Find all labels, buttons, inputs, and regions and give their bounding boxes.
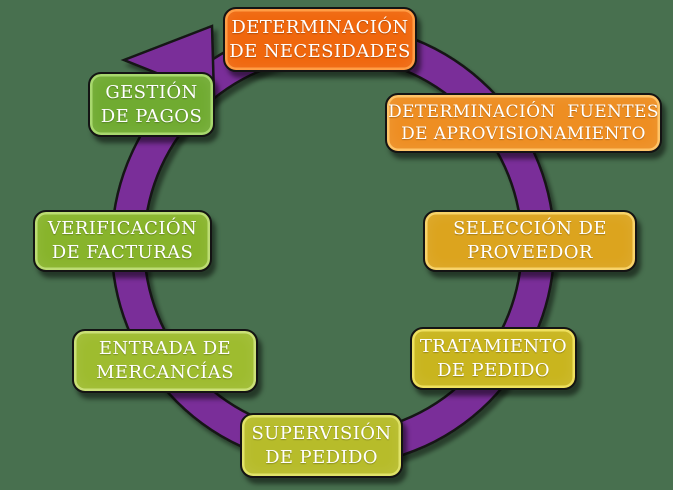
step-verificacion-facturas: VERIFICACIÓN DE FACTURAS: [33, 210, 212, 272]
step-determinacion-fuentes-aprovisionamiento: DETERMINACIÓN FUENTES DE APROVISIONAMIEN…: [385, 93, 662, 153]
step-label-line: SELECCIÓN DE: [453, 218, 607, 240]
step-determinacion-necesidades: DETERMINACIÓN DE NECESIDADES: [223, 7, 417, 72]
step-label-line: TRATAMIENTO: [419, 335, 568, 357]
step-gestion-pagos: GESTIÓN DE PAGOS: [88, 72, 215, 137]
step-label-line: MERCANCÍAS: [96, 362, 234, 383]
step-label-line: DE FACTURAS: [51, 242, 194, 263]
step-label-line: VERIFICACIÓN: [47, 218, 198, 240]
step-label-line: SUPERVISIÓN: [251, 422, 392, 444]
step-label-line: DE NECESIDADES: [229, 40, 411, 62]
step-label-line: DE PEDIDO: [265, 446, 378, 468]
step-tratamiento-pedido: TRATAMIENTO DE PEDIDO: [410, 327, 577, 390]
step-label-line: DETERMINACIÓN: [231, 16, 409, 38]
step-label-line: ENTRADA DE: [98, 338, 232, 360]
step-label-line: DE PEDIDO: [437, 359, 550, 381]
step-entrada-mercancias: ENTRADA DE MERCANCÍAS: [72, 329, 258, 393]
step-label-line: DE PAGOS: [100, 105, 203, 127]
step-label-line: DETERMINACIÓN FUENTES: [388, 101, 659, 122]
step-label-line: PROVEEDOR: [467, 242, 593, 263]
step-supervision-pedido: SUPERVISIÓN DE PEDIDO: [240, 413, 403, 478]
step-seleccion-proveedor: SELECCIÓN DE PROVEEDOR: [423, 210, 637, 272]
step-label-line: DE APROVISIONAMIENTO: [401, 124, 646, 144]
step-label-line: GESTIÓN: [105, 81, 198, 103]
